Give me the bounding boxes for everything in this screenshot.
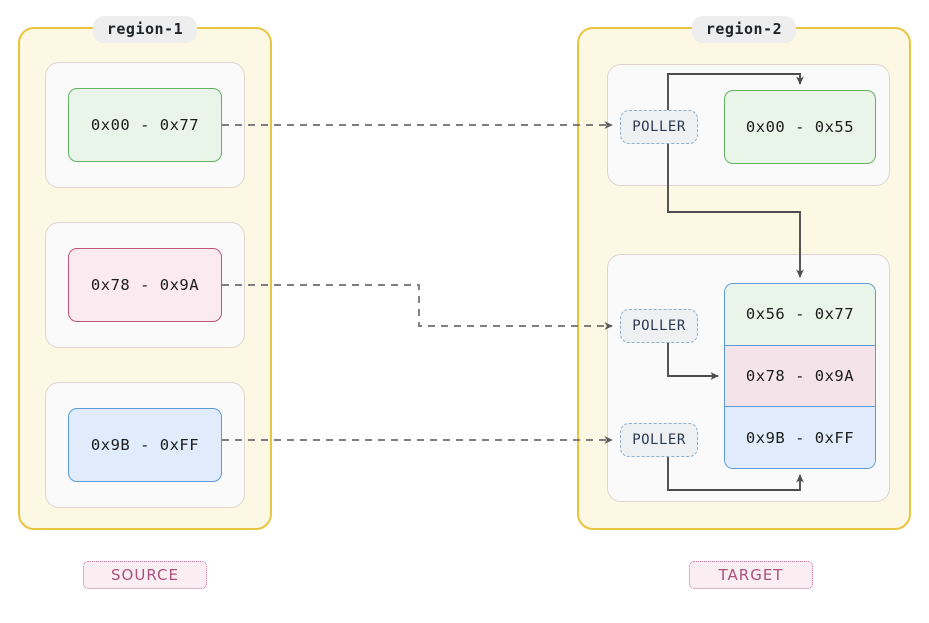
region-1-title: region-1	[92, 16, 198, 43]
target-stack: 0x56 - 0x77 0x78 - 0x9A 0x9B - 0xFF	[724, 283, 876, 469]
poller-1[interactable]: POLLER	[620, 110, 698, 144]
target-stack-row-0x9B-0xFF[interactable]: 0x9B - 0xFF	[725, 407, 875, 468]
source-block-0x9B-0xFF[interactable]: 0x9B - 0xFF	[68, 408, 222, 482]
source-tag: SOURCE	[83, 561, 207, 589]
edge-src2-to-poller2	[222, 284, 613, 330]
target-tag: TARGET	[689, 561, 813, 589]
poller-2[interactable]: POLLER	[620, 309, 698, 343]
target-stack-row-0x56-0x77[interactable]: 0x56 - 0x77	[725, 284, 875, 345]
poller-3[interactable]: POLLER	[620, 423, 698, 457]
target-stack-row-0x78-0x9A[interactable]: 0x78 - 0x9A	[725, 344, 875, 408]
region-2-title: region-2	[691, 16, 797, 43]
source-block-0x78-0x9A[interactable]: 0x78 - 0x9A	[68, 248, 222, 322]
source-block-0x00-0x77[interactable]: 0x00 - 0x77	[68, 88, 222, 162]
target-block-0x00-0x55[interactable]: 0x00 - 0x55	[724, 90, 876, 164]
